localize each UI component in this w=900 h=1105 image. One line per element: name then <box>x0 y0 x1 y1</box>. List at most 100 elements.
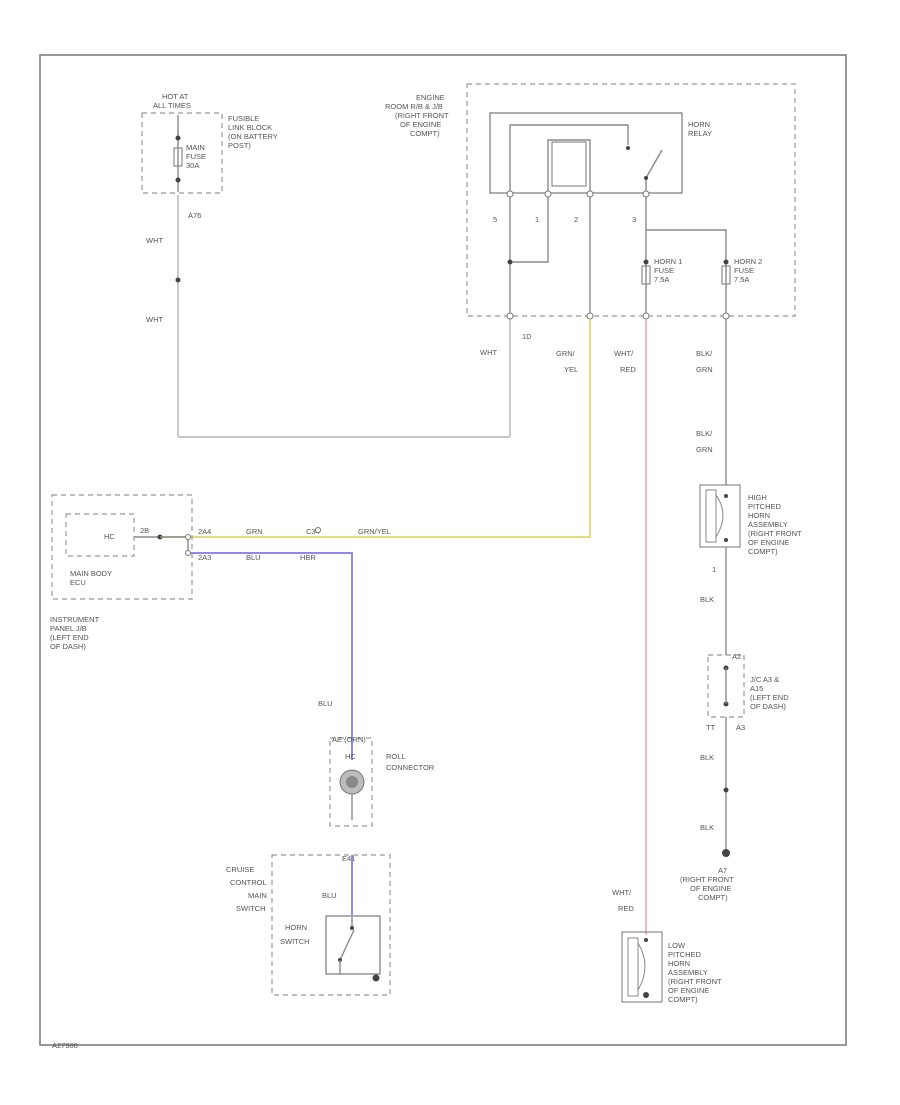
label-pin-5: 5 <box>493 215 497 224</box>
label-low-horn-5: OF ENGINE <box>668 986 709 995</box>
label-hot-at: HOT AT <box>162 92 189 101</box>
label-engine-room-3: OF ENGINE <box>400 120 441 129</box>
label-main-fuse-2: 30A <box>186 161 199 170</box>
fusible-link-block <box>141 112 223 194</box>
label-e41: E41 <box>342 854 355 863</box>
label-blk-grn-0: BLK/ <box>696 349 713 358</box>
label-blu-3: BLU <box>322 891 337 900</box>
label-grn-yel-1: YEL <box>564 365 578 374</box>
label-horn-switch-1: SWITCH <box>280 937 310 946</box>
label-horn-switch-0: HORN <box>285 923 307 932</box>
label-hbr: HBR <box>300 553 316 562</box>
label-engine-room-2: (RIGHT FRONT <box>395 111 449 120</box>
label-pin-2: 2 <box>574 215 578 224</box>
label-wht-red-2-1: RED <box>618 904 634 913</box>
label-wht-red-2-0: WHT/ <box>612 888 632 897</box>
label-low-horn-3: ASSEMBLY <box>668 968 708 977</box>
label-pin-1: 1 <box>535 215 539 224</box>
spiral-cable <box>329 737 373 827</box>
main-fuse <box>173 147 183 167</box>
label-jc-2: (LEFT END <box>750 693 789 702</box>
label-low-horn-4: (RIGHT FRONT <box>668 977 722 986</box>
label-low-horn-2: HORN <box>668 959 690 968</box>
instrument-panel-jb <box>51 494 193 600</box>
label-low-horn-0: LOW <box>668 941 686 950</box>
label-high-horn-3: ASSEMBLY <box>748 520 788 529</box>
label-cruise-0: CRUISE <box>226 865 254 874</box>
label-wht-red-1: RED <box>620 365 636 374</box>
label-ip-jb-2: (LEFT END <box>50 633 89 642</box>
label-low-horn-6: COMPT) <box>668 995 698 1004</box>
label-ground-0: A7 <box>718 866 727 875</box>
label-horn-pin-1: 1 <box>712 565 716 574</box>
label-cruise-1: CONTROL <box>230 878 267 887</box>
label-blk-1: BLK <box>700 595 714 604</box>
label-hc-ecu: HC <box>104 532 115 541</box>
label-horn1-0: HORN 1 <box>654 257 682 266</box>
label-spiral-1: CONNECTOR <box>386 763 435 772</box>
junction-a3-a15 <box>707 654 745 718</box>
label-high-horn-6: COMPT) <box>748 547 778 556</box>
label-e4: AE (ORN) <box>332 735 366 744</box>
label-blk-grn-1: GRN <box>696 365 713 374</box>
label-horn2-1: FUSE <box>734 266 754 275</box>
high-horn-assembly <box>699 484 741 548</box>
label-ground-1: (RIGHT FRONT <box>680 875 734 884</box>
label-jc-1: A15 <box>750 684 763 693</box>
label-blu-1: BLU <box>246 553 261 562</box>
label-2a3: 2A3 <box>198 553 211 562</box>
label-1d: 1D <box>522 332 532 341</box>
label-horn1-2: 7.5A <box>654 275 669 284</box>
label-wht-3: WHT <box>480 348 497 357</box>
label-blu-2: BLU <box>318 699 333 708</box>
label-c34: C34 <box>306 527 320 536</box>
label-high-horn-4: (RIGHT FRONT <box>748 529 802 538</box>
switch-ground-icon <box>372 974 380 982</box>
label-all-times: ALL TIMES <box>153 101 191 110</box>
label-spiral-0: ROLL <box>386 752 406 761</box>
label-engine-room-0: ENGINE <box>416 93 445 102</box>
label-cruise-3: SWITCH <box>236 904 266 913</box>
label-a3: A3 <box>736 723 745 732</box>
label-horn2-0: HORN 2 <box>734 257 762 266</box>
label-blk-3: BLK <box>700 823 714 832</box>
label-engine-room-4: COMPT) <box>410 129 440 138</box>
wire-grn-yel <box>160 319 591 538</box>
label-a76: A76 <box>188 211 201 220</box>
label-wht-red-0: WHT/ <box>614 349 634 358</box>
horn-switch <box>325 915 381 975</box>
label-ip-jb-3: OF DASH) <box>50 642 86 651</box>
label-main-body-0: MAIN BODY <box>70 569 112 578</box>
label-blk-grn-2-1: GRN <box>696 445 713 454</box>
diagram-border <box>39 54 847 1046</box>
label-grn-1: GRN <box>246 527 263 536</box>
label-grn-yel-0: GRN/ <box>556 349 576 358</box>
label-spiral-hc: HC <box>345 752 356 761</box>
horn1-fuse <box>641 265 651 285</box>
label-blk-grn-2-0: BLK/ <box>696 429 713 438</box>
label-fusible-link-1: LINK BLOCK <box>228 123 272 132</box>
label-high-horn-1: PITCHED <box>748 502 782 511</box>
label-main-fuse-1: FUSE <box>186 152 206 161</box>
label-2a4: 2A4 <box>198 527 211 536</box>
ground-symbol <box>722 849 730 857</box>
label-grn-yel-inline: GRN/YEL <box>358 527 391 536</box>
label-horn2-2: 7.5A <box>734 275 749 284</box>
label-wht-1: WHT <box>146 236 163 245</box>
label-ip-jb-1: PANEL J/B <box>50 624 87 633</box>
label-horn1-1: FUSE <box>654 266 674 275</box>
cruise-control-switch <box>271 854 391 996</box>
label-ground-3: COMPT) <box>698 893 728 902</box>
label-horn-relay-1: RELAY <box>688 129 712 138</box>
label-pin-3: 3 <box>632 215 636 224</box>
low-horn-assembly <box>621 931 663 1003</box>
horn2-fuse <box>721 265 731 285</box>
label-jc-3: OF DASH) <box>750 702 786 711</box>
label-fusible-link-2: (ON BATTERY <box>228 132 278 141</box>
label-a2: A2 <box>732 652 741 661</box>
horn-relay <box>489 112 683 194</box>
relay-coil <box>551 141 587 187</box>
wire-blu <box>188 552 353 760</box>
